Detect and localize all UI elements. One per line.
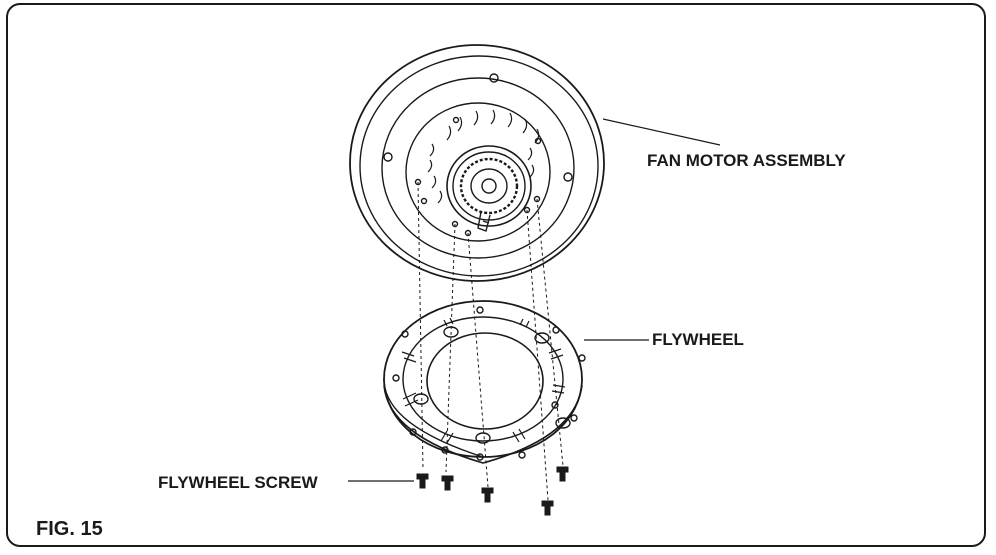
label-flywheel: FLYWHEEL bbox=[652, 330, 744, 349]
flywheel-screws bbox=[416, 466, 569, 516]
screw-2 bbox=[441, 475, 454, 491]
label-fan-motor-assembly: FAN MOTOR ASSEMBLY bbox=[647, 151, 846, 170]
leader-lines bbox=[348, 118, 721, 482]
screw-5 bbox=[556, 466, 569, 482]
label-flywheel-screw: FLYWHEEL SCREW bbox=[158, 473, 318, 492]
alignment-lines bbox=[417, 181, 564, 501]
screw-1 bbox=[416, 473, 429, 489]
screw-4 bbox=[541, 500, 554, 516]
screw-3 bbox=[481, 487, 494, 503]
figure-number: FIG. 15 bbox=[36, 518, 103, 540]
fan-motor-assembly bbox=[349, 44, 605, 282]
diagram-frame bbox=[6, 3, 986, 547]
